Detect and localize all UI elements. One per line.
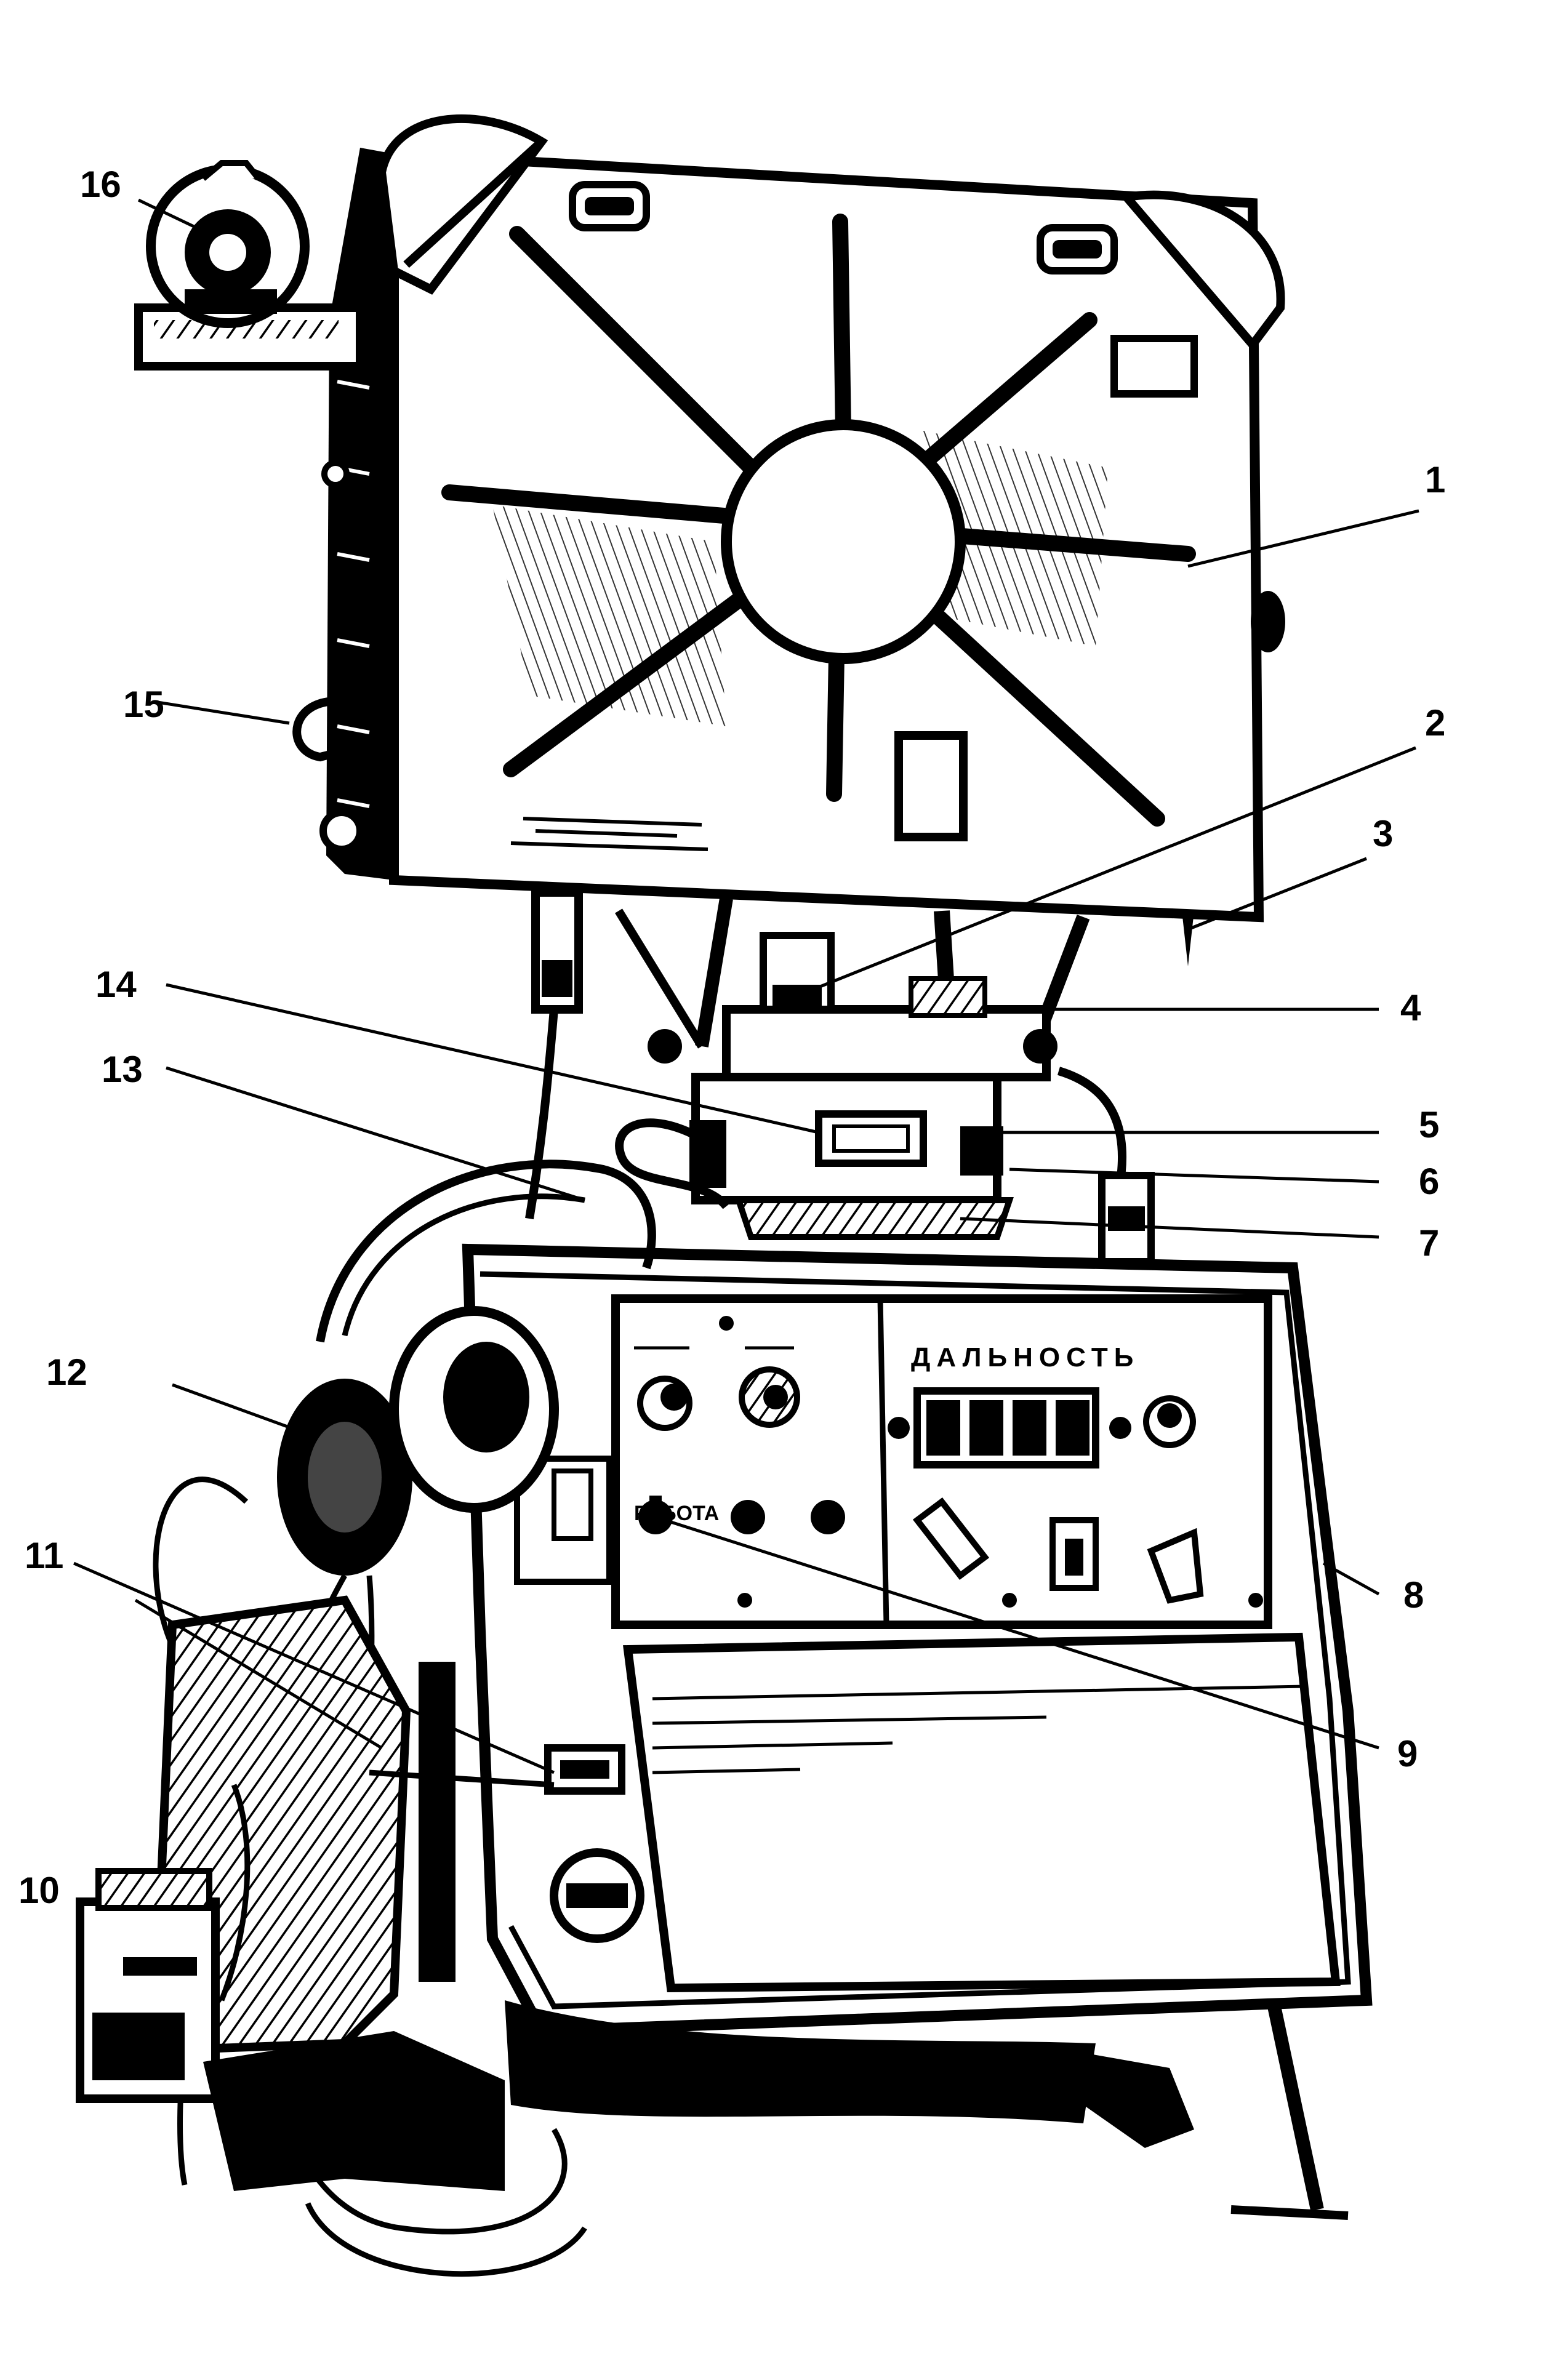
callout-11: 11 — [25, 1535, 63, 1576]
callout-10: 10 — [18, 1870, 60, 1911]
callout-6: 6 — [1419, 1161, 1439, 1202]
main-case: ДАЛЬНОСТЬ РАБОТА — [419, 1243, 1373, 2220]
callout-7: 7 — [1419, 1222, 1439, 1264]
headset-and-accessories — [76, 1160, 656, 2277]
callout-9: 9 — [1397, 1733, 1418, 1774]
callout-13: 13 — [102, 1049, 143, 1090]
callout-5: 5 — [1419, 1104, 1439, 1145]
panel-knob-left[interactable] — [637, 1376, 692, 1431]
callout-2: 2 — [1425, 702, 1445, 743]
callout-8: 8 — [1403, 1574, 1424, 1616]
panel-knob-middle[interactable] — [739, 1366, 800, 1428]
callout-14: 14 — [95, 964, 137, 1005]
toggle-switch-3[interactable] — [811, 1500, 845, 1534]
callout-15: 15 — [123, 684, 164, 725]
range-lever-1[interactable] — [912, 1497, 990, 1580]
lower-lid — [623, 1632, 1341, 1993]
callout-1: 1 — [1425, 459, 1445, 500]
callout-4: 4 — [1400, 987, 1421, 1028]
toggle-switch-2[interactable] — [731, 1500, 765, 1534]
panel-knob-right[interactable] — [1143, 1395, 1196, 1448]
callout-numbers: 1 2 3 4 5 6 7 8 9 10 11 12 13 14 15 16 — [18, 164, 1445, 1911]
range-lever-3[interactable] — [1147, 1528, 1204, 1604]
callout-leaders — [73, 198, 1419, 1774]
optical-sight — [134, 160, 364, 371]
callout-12: 12 — [46, 1352, 87, 1393]
callout-3: 3 — [1373, 813, 1393, 854]
antenna-unit — [292, 114, 1285, 966]
support-mount — [525, 888, 1155, 1265]
range-label: ДАЛЬНОСТЬ — [911, 1342, 1139, 1372]
range-counter — [913, 1387, 1099, 1468]
callout-16: 16 — [80, 164, 121, 205]
